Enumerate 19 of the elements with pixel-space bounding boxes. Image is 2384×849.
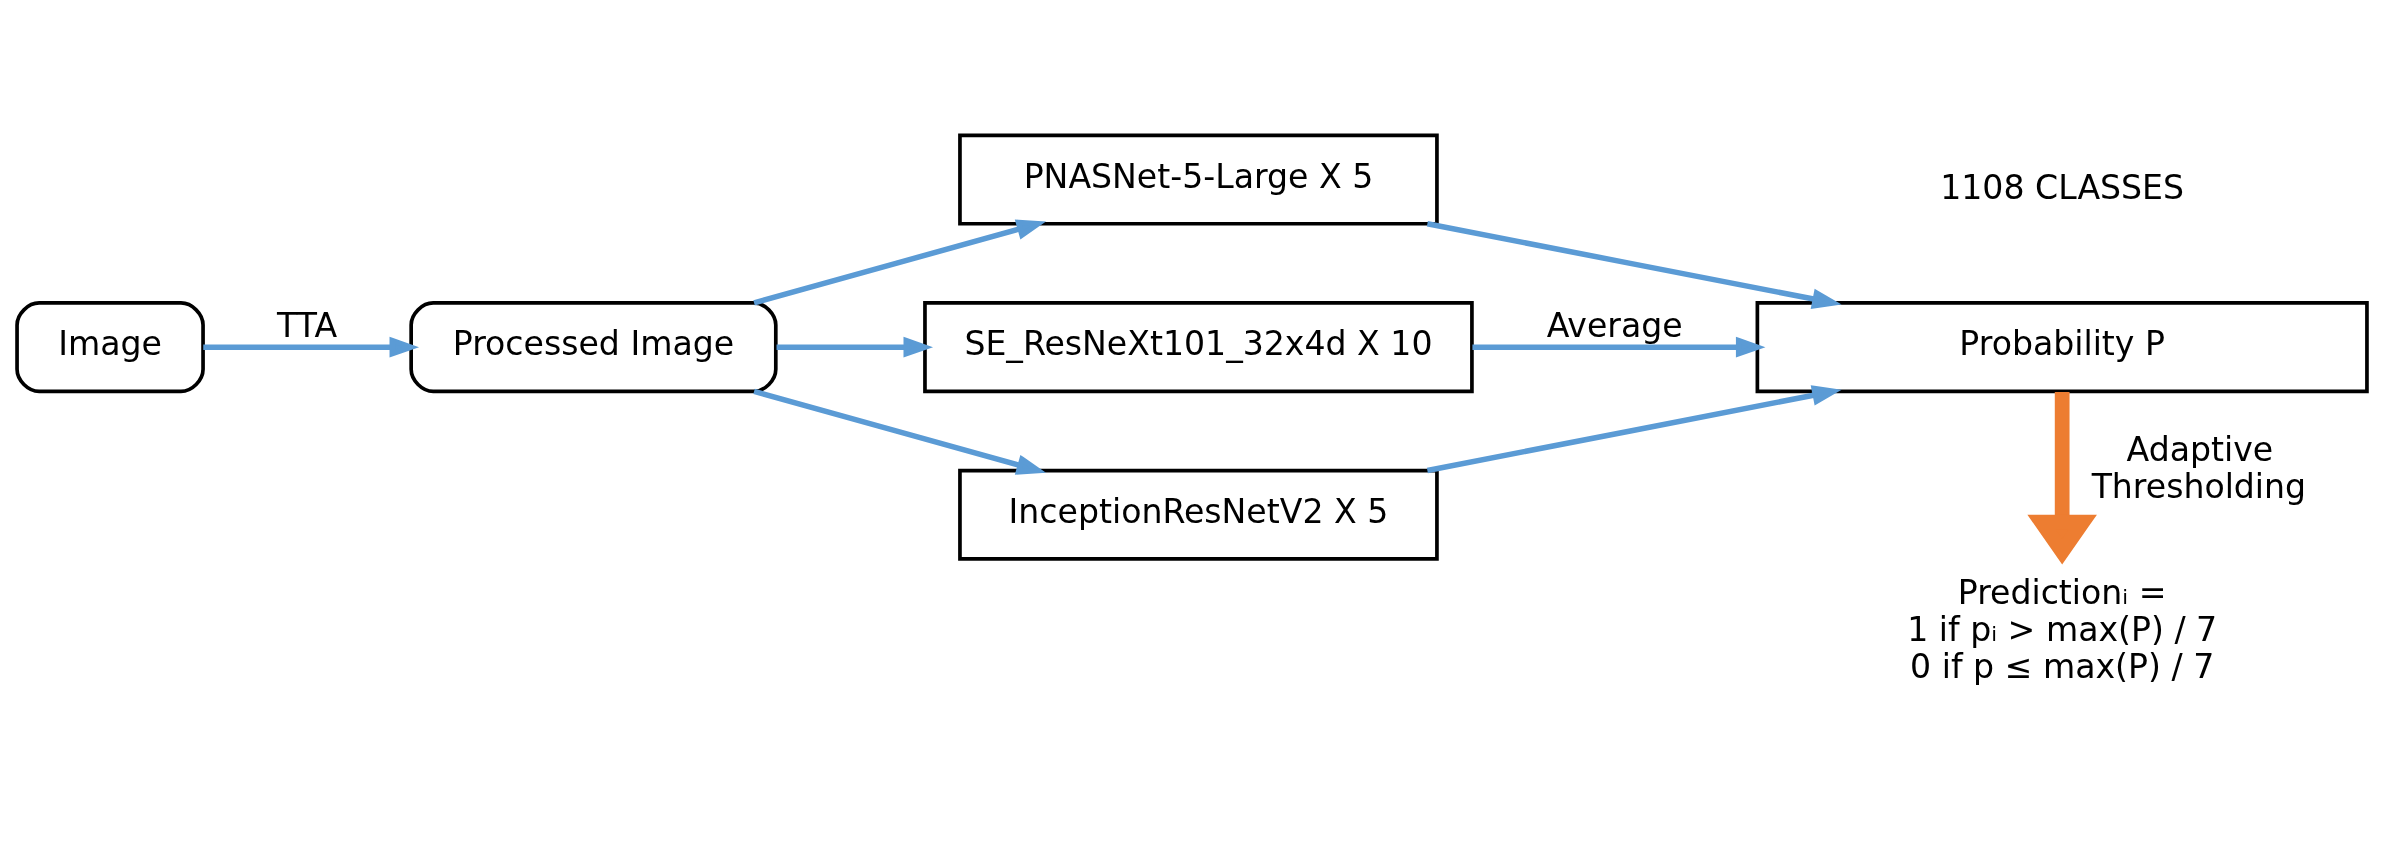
node-box: SE_ResNeXt101_32x4d X 10 [923, 301, 1474, 394]
arrow [753, 219, 1047, 306]
arrow [1426, 221, 1842, 310]
arrow [1426, 385, 1842, 474]
arrow [776, 336, 934, 358]
arrow [753, 388, 1047, 475]
node-box: Image [15, 301, 205, 394]
arrow [203, 336, 420, 358]
node-box: Probability P [1755, 301, 2369, 394]
edge-label: Average [1546, 305, 1683, 345]
edge-label: TTA [277, 305, 338, 345]
arrow [2027, 392, 2097, 565]
label: 1108 CLASSES [1940, 167, 2185, 207]
arrow [1472, 336, 1766, 358]
edge-label: Adaptive Thresholding [2091, 430, 2307, 506]
node-box: PNASNet-5-Large X 5 [958, 133, 1439, 226]
node-box: Processed Image [409, 301, 778, 394]
node-box: InceptionResNetV2 X 5 [958, 468, 1439, 561]
node-text: Predictionᵢ = 1 if pᵢ > max(P) / 7 0 if p ≤ max(P) / 7 [1907, 572, 2218, 686]
